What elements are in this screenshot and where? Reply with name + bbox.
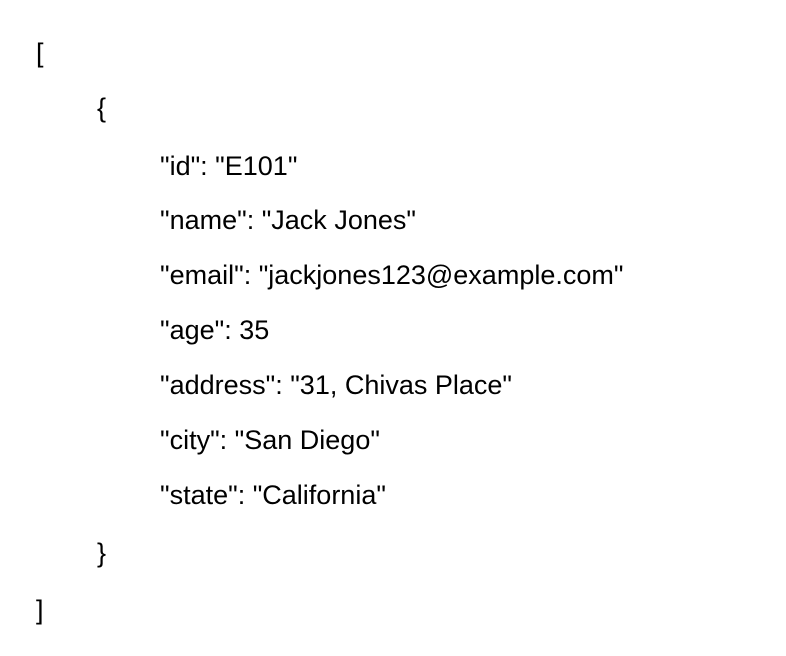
close-bracket: ] — [36, 595, 44, 625]
field-email: "email": "jackjones123@example.com" — [160, 260, 624, 290]
field-name: "name": "Jack Jones" — [160, 205, 416, 235]
open-bracket: [ — [36, 38, 44, 68]
field-age: "age": 35 — [160, 315, 270, 345]
open-brace: { — [97, 93, 107, 123]
field-city: "city": "San Diego" — [160, 425, 380, 455]
close-brace: } — [97, 538, 107, 568]
field-state: "state": "California" — [160, 480, 386, 510]
field-id: "id": "E101" — [160, 151, 298, 181]
field-address: "address": "31, Chivas Place" — [160, 370, 513, 400]
